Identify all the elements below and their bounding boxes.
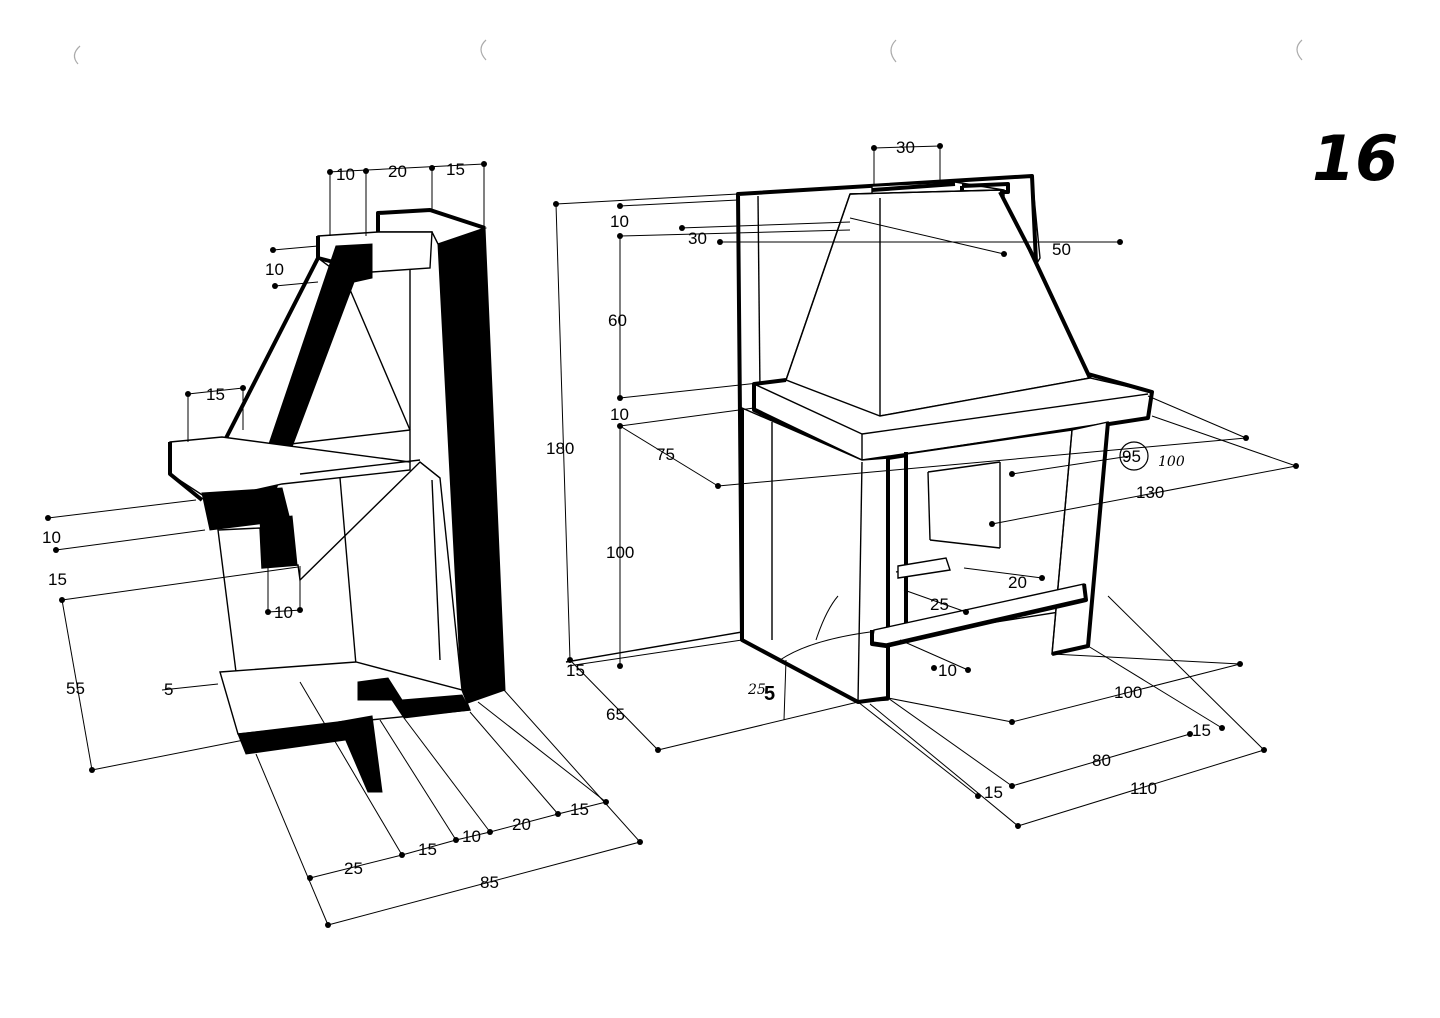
right-dimension-lines: [555, 145, 1297, 827]
dim-left-bottom-15b: 15: [570, 800, 589, 819]
dim-right-inner-20: 20: [1008, 573, 1027, 592]
dim-left-top-15: 15: [446, 160, 465, 179]
left-bracket: [259, 515, 298, 569]
dim-left-total-85: 85: [480, 873, 499, 892]
left-dimension-lines: [47, 163, 641, 926]
dim-right-hood-30: 30: [688, 229, 707, 248]
dim-left-top-20: 20: [388, 162, 407, 181]
dim-right-depth-65: 65: [606, 705, 625, 724]
dim-left-base-5: 5: [164, 680, 173, 699]
dim-right-depth-75: 75: [656, 445, 675, 464]
right-dimension-dots: [553, 143, 1299, 829]
dim-right-total-180: 180: [546, 439, 574, 458]
dim-left-bottom-15: 15: [418, 840, 437, 859]
dim-left-top-10: 10: [336, 165, 355, 184]
dim-left-side-10: 10: [42, 528, 61, 547]
page-number: 16: [1312, 122, 1398, 195]
left-fireplace-view: 10 20 15 10 15 10 15 10 55 5 25 15 10 20…: [42, 160, 643, 928]
dim-right-inner-25: 25: [930, 595, 949, 614]
right-dimension-labels: 30 10 30 50 60 180 10 75 95 100 130 100 …: [546, 138, 1211, 802]
dim-right-height-100: 100: [606, 543, 634, 562]
dim-right-top-10: 10: [610, 212, 629, 231]
dim-right-flue-30: 30: [896, 138, 915, 157]
dim-right-front-100: 100: [1114, 683, 1142, 702]
left-base-leg: [337, 715, 383, 793]
dim-right-front-110: 110: [1130, 779, 1157, 798]
dim-right-width-100-note: 100: [1158, 454, 1185, 470]
dim-right-front-80: 80: [1092, 751, 1111, 770]
dim-left-bottom-20: 20: [512, 815, 531, 834]
left-dimension-dots: [45, 161, 643, 928]
dim-right-width-130: 130: [1136, 483, 1164, 502]
left-base-notch: [357, 677, 471, 719]
dim-left-bottom-10: 10: [462, 827, 481, 846]
dim-left-side-15: 15: [48, 570, 67, 589]
dim-right-front-15: 15: [1192, 721, 1211, 740]
dim-right-base-15: 15: [566, 661, 585, 680]
dim-left-bracket-10: 10: [274, 603, 293, 622]
dim-right-step-25: 25: [747, 682, 766, 698]
dim-right-step-5: 5: [764, 683, 775, 705]
dim-left-shelf-15: 15: [206, 385, 225, 404]
dim-right-hood-50: 50: [1052, 240, 1071, 259]
left-dimension-labels: 10 20 15 10 15 10 15 10 55 5 25 15 10 20…: [42, 160, 589, 892]
right-ledge-upper: [897, 557, 951, 579]
dim-right-width-95: 95: [1122, 447, 1141, 466]
dim-left-bottom-25: 25: [344, 859, 363, 878]
dim-right-hood-60: 60: [608, 311, 627, 330]
dim-right-front-15b: 15: [984, 783, 1003, 802]
right-fireplace-view: 30 10 30 50 60 180 10 75 95 100 130 100 …: [546, 138, 1299, 829]
binder-holes: [73, 39, 1303, 65]
dim-right-mantel-10: 10: [610, 405, 629, 424]
dim-left-hood-10: 10: [265, 260, 284, 279]
dim-right-ledge-10: 10: [938, 661, 957, 680]
dim-left-height-55: 55: [66, 679, 85, 698]
